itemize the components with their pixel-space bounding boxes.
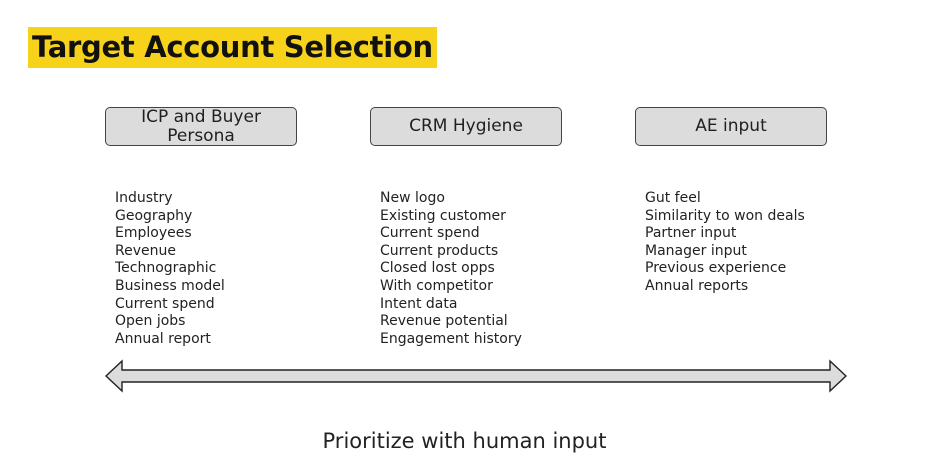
list-item: Annual reports [645,277,749,294]
list-item: Previous experience [645,260,787,277]
ae-criteria-list: Gut feel Similarity to won deals Partner… [645,190,805,296]
prioritize-caption: Prioritize with human input [322,429,607,453]
column-heading-icp-buyer-persona: ICP and Buyer Persona [105,107,297,146]
list-item: With competitor [380,277,493,294]
list-item: Revenue [115,242,176,259]
list-item: Geography [115,207,193,224]
column-heading-crm-hygiene: CRM Hygiene [370,107,562,146]
double-headed-arrow-icon [105,359,847,393]
list-item: Business model [115,277,225,294]
list-item: Intent data [380,295,458,312]
list-item: Open jobs [115,313,186,330]
column-heading-line: AE input [695,116,767,136]
list-item: Current spend [115,295,215,312]
list-item: Technographic [115,260,217,277]
list-item: Annual report [115,330,211,347]
list-item: Manager input [645,242,747,259]
icp-criteria-list: Industry Geography Employees Revenue Tec… [115,190,225,348]
list-item: Current spend [380,225,480,242]
list-item: Partner input [645,225,737,242]
column-heading-ae-input: AE input [635,107,827,146]
list-item: Industry [115,190,173,206]
column-heading-line: CRM Hygiene [409,116,523,136]
column-heading-line: Persona [167,125,235,146]
list-item: Existing customer [380,207,506,224]
crm-criteria-list: New logo Existing customer Current spend… [380,190,522,348]
list-item: New logo [380,190,445,206]
list-item: Gut feel [645,190,701,206]
page-title: Target Account Selection [28,27,437,68]
column-heading-line: ICP and Buyer [141,106,261,127]
list-item: Employees [115,225,192,242]
list-item: Closed lost opps [380,260,495,277]
list-item: Revenue potential [380,313,508,330]
list-item: Engagement history [380,330,522,347]
list-item: Similarity to won deals [645,207,805,224]
list-item: Current products [380,242,499,259]
